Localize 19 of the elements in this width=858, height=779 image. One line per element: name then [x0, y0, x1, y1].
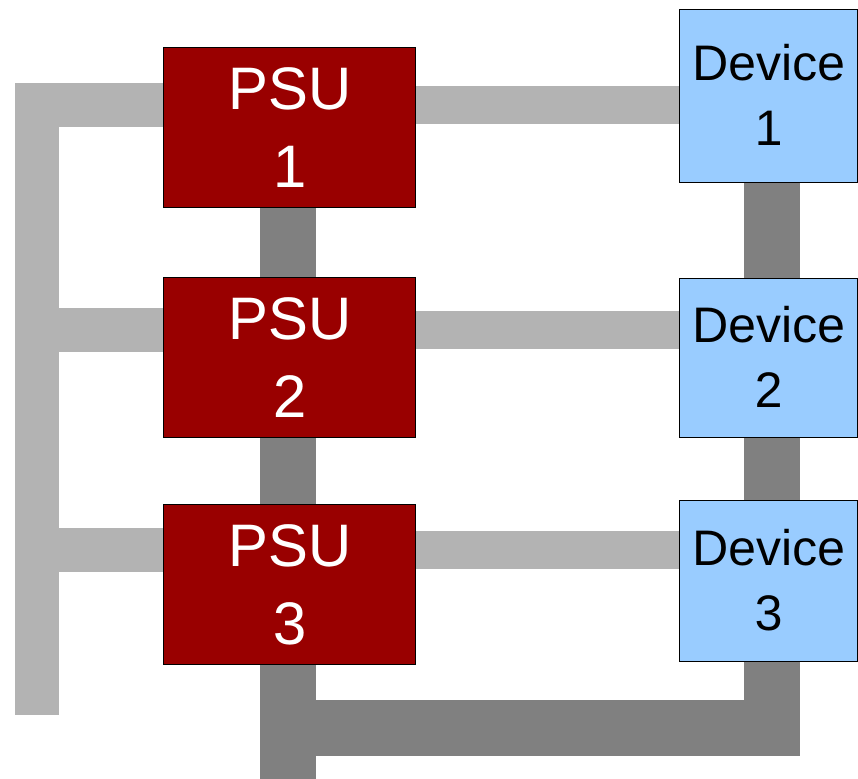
device-box	[679, 9, 858, 183]
device-box	[679, 278, 858, 438]
connector-line	[260, 438, 316, 504]
node-label: PSU 2	[228, 284, 352, 432]
node-label: Device 1	[692, 34, 845, 158]
node-label: Device 2	[692, 296, 845, 420]
power-supply-box	[163, 504, 416, 665]
connector-line	[416, 311, 679, 349]
node-label: PSU 3	[228, 510, 352, 658]
connector-line	[744, 438, 800, 500]
device-box	[679, 500, 858, 662]
connector-line	[744, 183, 800, 278]
connector-line	[260, 208, 316, 277]
node-label: PSU 1	[228, 54, 352, 202]
connector-line	[416, 86, 679, 124]
power-supply-box	[163, 277, 416, 438]
connector-line	[416, 531, 679, 569]
power-supply-box	[163, 47, 416, 208]
node-label: Device 3	[692, 519, 845, 643]
